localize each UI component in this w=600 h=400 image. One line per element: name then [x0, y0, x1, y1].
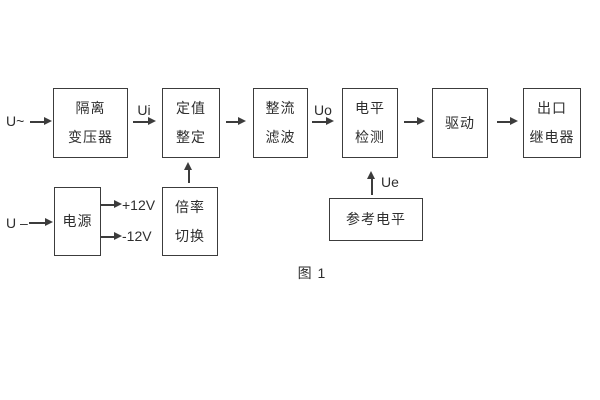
block-reference-level: 参考电平	[329, 198, 423, 241]
arrow-setting-to-rectifier	[226, 118, 246, 125]
arrow-dc-input	[29, 219, 53, 226]
block-power: 电源	[54, 187, 101, 256]
block-ratio-switch: 倍率 切换	[162, 187, 218, 256]
arrow-ratio-to-setting	[185, 162, 192, 183]
block-ratio-switch-label-2: 切换	[175, 227, 205, 244]
signal-ue-label: Ue	[381, 174, 399, 190]
block-power-label: 电源	[62, 213, 93, 229]
block-isolation-transformer-label-1: 隔离	[75, 100, 106, 116]
block-level-detect-label-2: 检测	[355, 129, 385, 145]
arrow-power-minus12	[101, 233, 122, 240]
block-reference-level-label: 参考电平	[346, 211, 406, 227]
arrow-reference-to-level	[368, 171, 375, 195]
signal-minus12v-label: -12V	[122, 228, 152, 244]
block-drive: 驱动	[432, 88, 488, 158]
arrow-power-plus12	[101, 201, 122, 208]
block-rectifier-filter-label-2: 滤波	[265, 129, 296, 145]
figure-caption: 图 1	[297, 265, 327, 281]
signal-ui-label: Ui	[137, 102, 151, 118]
arrow-drive-to-relay	[497, 118, 518, 125]
input-ac-label: U~	[6, 113, 25, 129]
block-isolation-transformer: 隔离 变压器	[53, 88, 128, 158]
arrow-transformer-to-setting	[133, 118, 156, 125]
block-output-relay: 出口 继电器	[523, 88, 581, 158]
arrow-ac-input	[30, 118, 52, 125]
block-level-detect: 电平 检测	[342, 88, 398, 158]
block-level-detect-label-1: 电平	[355, 100, 385, 116]
signal-plus12v-label: +12V	[122, 197, 156, 213]
block-isolation-transformer-label-2: 变压器	[68, 129, 113, 145]
input-dc-label: U –	[6, 215, 28, 231]
arrow-level-to-drive	[404, 118, 425, 125]
block-rectifier-filter-label-1: 整流	[265, 100, 296, 116]
block-ratio-switch-label-1: 倍率	[175, 198, 205, 215]
block-output-relay-label-1: 出口	[537, 100, 567, 116]
block-setting-adjust-label-2: 整定	[176, 129, 206, 145]
block-setting-adjust-label-1: 定值	[176, 100, 206, 116]
block-rectifier-filter: 整流 滤波	[253, 88, 308, 158]
signal-uo-label: Uo	[314, 102, 332, 118]
block-drive-label: 驱动	[445, 114, 475, 131]
block-setting-adjust: 定值 整定	[162, 88, 220, 158]
block-output-relay-label-2: 继电器	[529, 129, 575, 145]
arrow-rectifier-to-level	[312, 118, 334, 125]
